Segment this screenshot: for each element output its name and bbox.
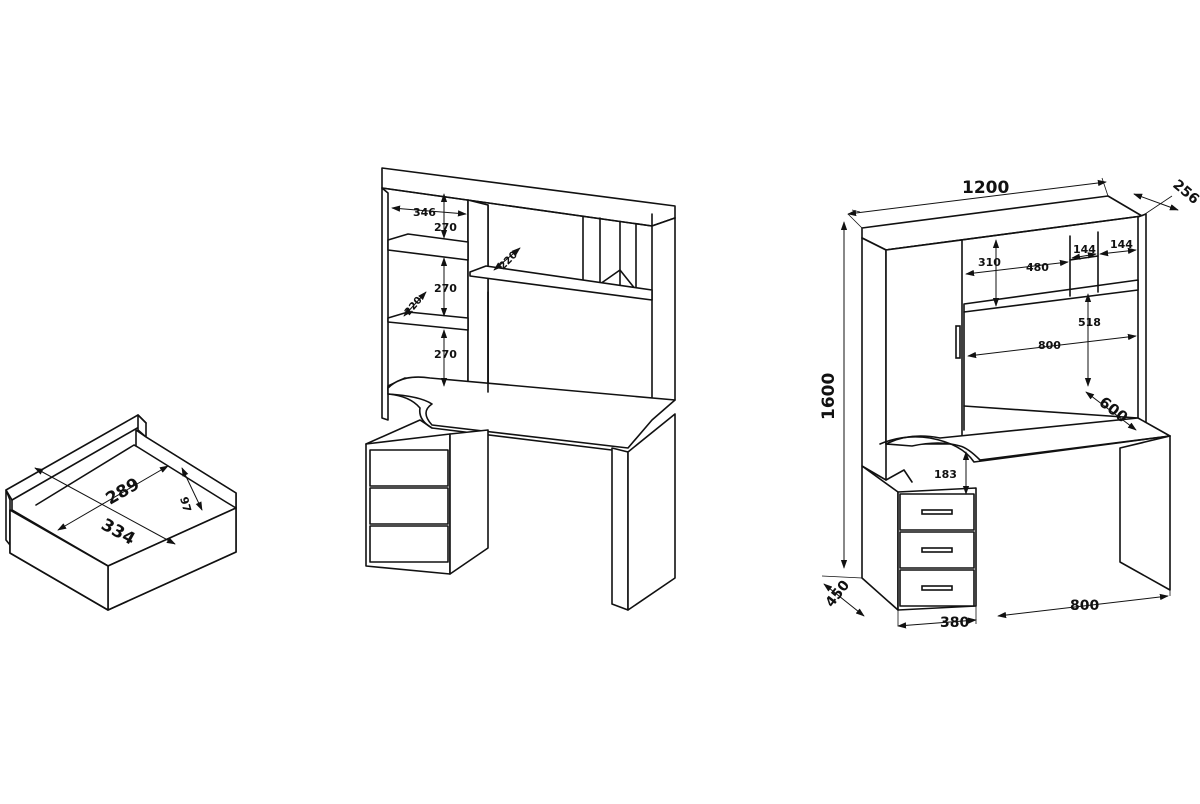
dim-gap-1: 270 [434, 221, 457, 234]
dim-gap-3: 270 [434, 348, 457, 361]
cell-inner [599, 269, 637, 291]
desk-iso-view: 346 270 270 270 220 220 [365, 167, 676, 611]
dim-total-height: 1600 [819, 373, 839, 420]
dim-outer-depth: 334 [98, 515, 139, 550]
dim-line-outer-width [57, 465, 169, 531]
hutch-divider-panel [467, 199, 489, 393]
dim-line-shelf-width [391, 205, 467, 217]
desk-top [387, 376, 676, 449]
dim-drawer-gap: 183 [934, 468, 957, 481]
dim-inner-depth: 289 [103, 474, 144, 509]
dim-line-niche-width [965, 259, 1069, 277]
dim-shelf-width: 346 [413, 206, 436, 219]
dim-cell-1: 144 [1073, 243, 1096, 256]
dim-line-shelf-depth-center [493, 247, 521, 271]
front-drawer-handle-2 [921, 547, 953, 553]
ext-2 [847, 213, 863, 229]
dim-line-top-depth [1133, 193, 1179, 211]
dim-total-width: 1200 [962, 178, 1009, 198]
ext-3 [1101, 177, 1109, 197]
drawer-2 [369, 487, 449, 525]
shelf-2 [387, 311, 469, 331]
dim-niche-width: 480 [1026, 261, 1049, 274]
dim-line-desk-depth [1085, 391, 1137, 431]
front-pedestal-side [861, 465, 899, 611]
dim-line-shelf-depth-left [403, 291, 427, 317]
dim-leg-width: 800 [1070, 598, 1099, 614]
front-drawer-handle-1 [921, 509, 953, 515]
shelf-1 [387, 233, 469, 261]
front-upper-shelf [963, 279, 1139, 313]
dim-line-cell-2 [1099, 247, 1137, 257]
dim-line-cell-1 [1071, 252, 1097, 260]
dim-line-total-width [847, 179, 1107, 217]
leg-side [627, 413, 676, 611]
front-pedestal-top [885, 469, 913, 483]
front-drawer-1 [899, 493, 975, 531]
pedestal-side [449, 429, 489, 575]
ext-5 [821, 575, 863, 579]
pedestal-top [365, 419, 433, 445]
hutch-right-side [651, 217, 676, 415]
dim-inner-height: 97 [177, 495, 194, 513]
dim-inner-width: 800 [1038, 339, 1061, 352]
ext-1 [851, 209, 861, 213]
leg-front [611, 447, 629, 611]
dim-line-base-depth [823, 583, 865, 617]
drawer-left-face [9, 509, 109, 611]
dim-line-leg-width [997, 593, 1169, 619]
front-leg [1119, 435, 1171, 591]
drawer-front-face [107, 507, 237, 611]
dim-upper-clearance: 518 [1078, 316, 1101, 329]
drawer-3 [369, 525, 449, 563]
cabinet-handle [955, 325, 961, 359]
front-hutch-top [861, 195, 1143, 251]
dim-line-inner-width [967, 333, 1137, 359]
dim-cell-2: 144 [1110, 238, 1133, 251]
desk-front-view: 1200 256 1600 310 480 144 144 518 800 60… [819, 177, 1200, 631]
dim-pedestal-width: 380 [940, 615, 969, 631]
dim-line-pedestal-width [897, 617, 977, 629]
drawer-view: 289 334 97 [5, 414, 237, 611]
drawer-1 [369, 449, 449, 487]
dim-top-depth: 256 [1169, 177, 1200, 208]
middle-shelf [469, 265, 653, 301]
cabinet-door [885, 239, 963, 445]
front-hutch-right-side [1137, 213, 1147, 437]
dim-niche-height: 310 [978, 256, 1001, 269]
hutch-left-side [381, 187, 389, 421]
dim-base-depth: 450 [823, 577, 854, 610]
dim-gap-2: 270 [434, 282, 457, 295]
front-drawer-handle-3 [921, 585, 953, 591]
dim-line-inner-height [181, 467, 203, 511]
